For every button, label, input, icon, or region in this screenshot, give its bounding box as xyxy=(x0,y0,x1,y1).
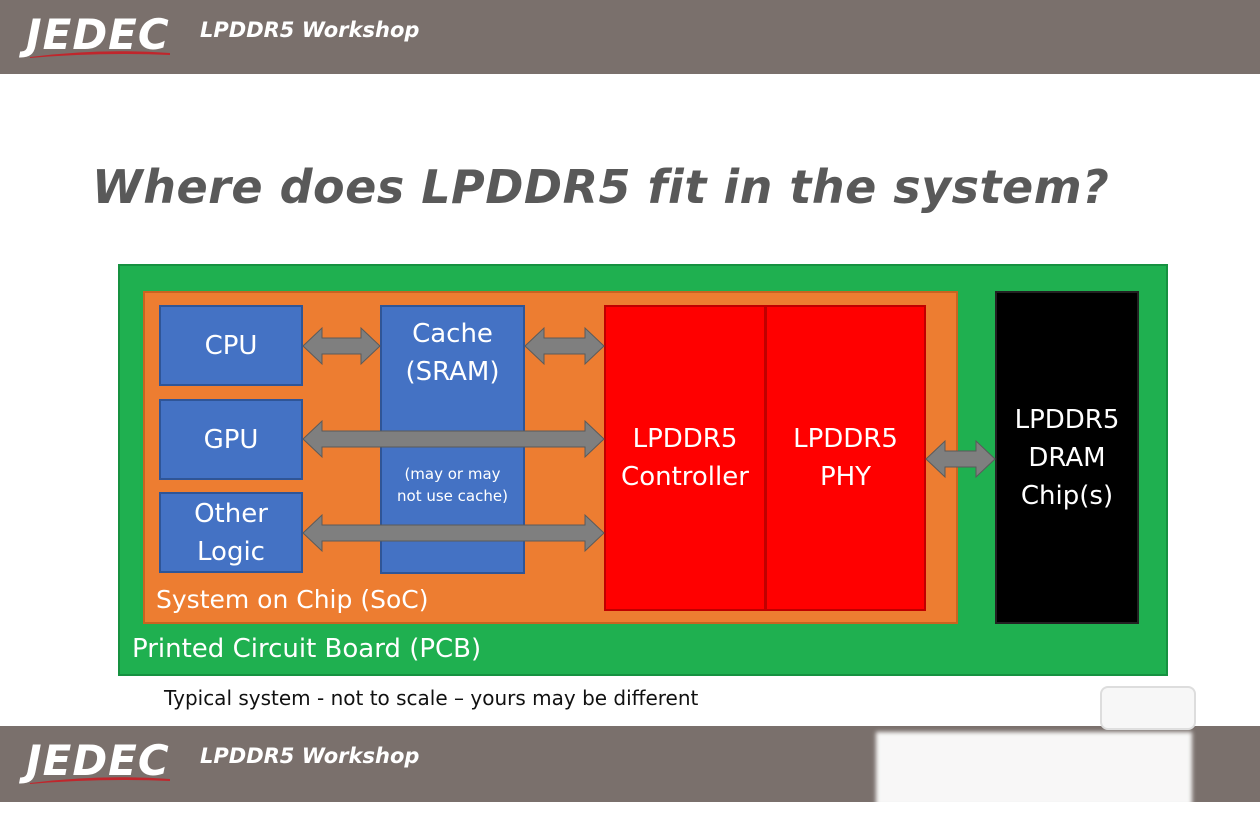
dram-line3: Chip(s) xyxy=(1020,480,1114,511)
other-logic-line2: Logic xyxy=(197,536,265,567)
jedec-logo: JEDEC xyxy=(26,10,170,59)
dram-line1: LPDDR5 xyxy=(1014,404,1120,435)
other-logic-block: Other Logic xyxy=(159,492,303,573)
soc-label: System on Chip (SoC) xyxy=(156,585,429,614)
cache-line2: (SRAM) xyxy=(405,357,500,387)
blurred-region xyxy=(876,732,1192,806)
controller-line2: Controller xyxy=(621,462,749,492)
footer-logo-swoosh-icon xyxy=(30,777,170,784)
cache-note-line2: not use cache) xyxy=(397,487,508,505)
dram-block: LPDDR5 DRAM Chip(s) xyxy=(995,291,1139,624)
other-logic-line1: Other xyxy=(194,498,268,529)
header-bar: JEDEC LPDDR5 Workshop xyxy=(0,0,1260,74)
dram-line2: DRAM xyxy=(1028,442,1106,473)
logo-swoosh-icon xyxy=(30,51,170,58)
footer-title: LPDDR5 Workshop xyxy=(200,744,420,768)
phy-line2: PHY xyxy=(819,462,872,492)
diagram-caption: Typical system - not to scale – yours ma… xyxy=(164,686,699,710)
watermark-logo-icon xyxy=(1100,686,1196,730)
header-title: LPDDR5 Workshop xyxy=(200,18,420,42)
cache-block: Cache (SRAM) (may or may not use cache) xyxy=(380,305,525,574)
cpu-label: CPU xyxy=(204,330,258,361)
pcb-label: Printed Circuit Board (PCB) xyxy=(132,634,482,664)
controller-block: LPDDR5 Controller xyxy=(604,305,766,611)
cpu-block: CPU xyxy=(159,305,303,386)
gpu-label: GPU xyxy=(203,424,259,455)
cache-line1: Cache xyxy=(412,319,493,349)
slide-title: Where does LPDDR5 fit in the system? xyxy=(92,160,1110,214)
cache-note-line1: (may or may xyxy=(404,465,501,483)
phy-line1: LPDDR5 xyxy=(793,424,898,454)
gpu-block: GPU xyxy=(159,399,303,480)
footer-jedec-logo: JEDEC xyxy=(26,736,170,785)
phy-block: LPDDR5 PHY xyxy=(765,305,926,611)
controller-line1: LPDDR5 xyxy=(632,424,738,454)
